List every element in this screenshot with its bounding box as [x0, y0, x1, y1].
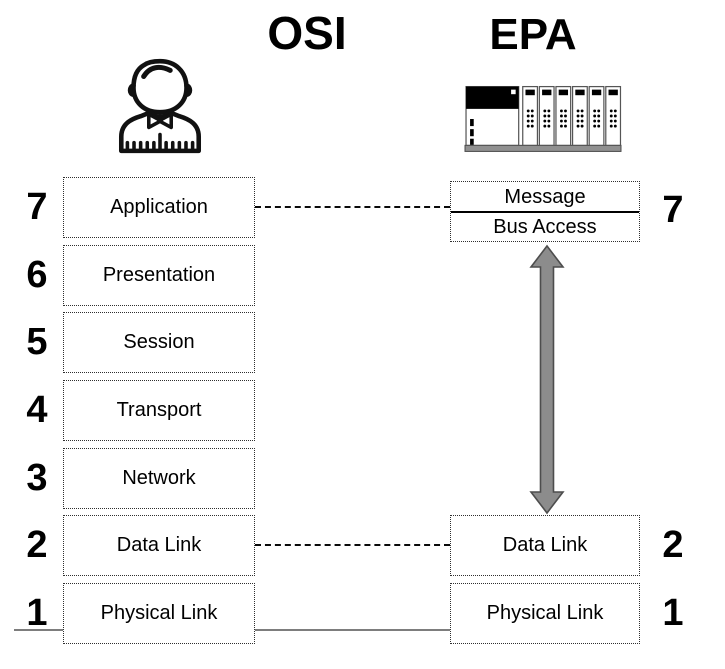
osi-layer-number-4: 4 — [26, 389, 48, 431]
epa-layer-box-data-link: Data Link — [450, 515, 640, 576]
epa-layer-number-1: 1 — [662, 592, 684, 634]
user-icon — [118, 58, 202, 154]
osi-layer-number-6: 6 — [26, 254, 48, 296]
osi-layer-number-3: 3 — [26, 457, 48, 499]
epa-layer-number-2: 2 — [662, 524, 684, 566]
osi-layer-box-transport: Transport — [63, 380, 255, 441]
epa-layer-number-7: 7 — [662, 189, 684, 231]
osi-layer-box-data-link: Data Link — [63, 515, 255, 576]
application-to-message-connector — [255, 206, 450, 208]
double-vertical-arrow-icon — [529, 244, 565, 515]
epa-layer-box-physical-link: Physical Link — [450, 583, 640, 644]
osi-layer-number-7: 7 — [26, 186, 48, 228]
osi-layer-box-physical-link: Physical Link — [63, 583, 255, 644]
osi-layer-number-5: 5 — [26, 321, 48, 363]
datalink-to-datalink-connector — [255, 544, 450, 546]
osi-column-title: OSI — [267, 7, 347, 59]
epa-column-title: EPA — [489, 10, 577, 59]
osi-layer-box-presentation: Presentation — [63, 245, 255, 306]
osi-layer-number-2: 2 — [26, 524, 48, 566]
epa-top-box: Message Bus Access — [450, 181, 640, 242]
plc-rack-icon — [464, 85, 622, 152]
epa-bus-access-row: Bus Access — [493, 215, 597, 238]
epa-message-row: Message — [451, 182, 639, 213]
osi-layer-number-1: 1 — [26, 592, 48, 634]
osi-layer-box-session: Session — [63, 312, 255, 373]
osi-layer-box-application: Application — [63, 177, 255, 238]
osi-layer-box-network: Network — [63, 448, 255, 509]
